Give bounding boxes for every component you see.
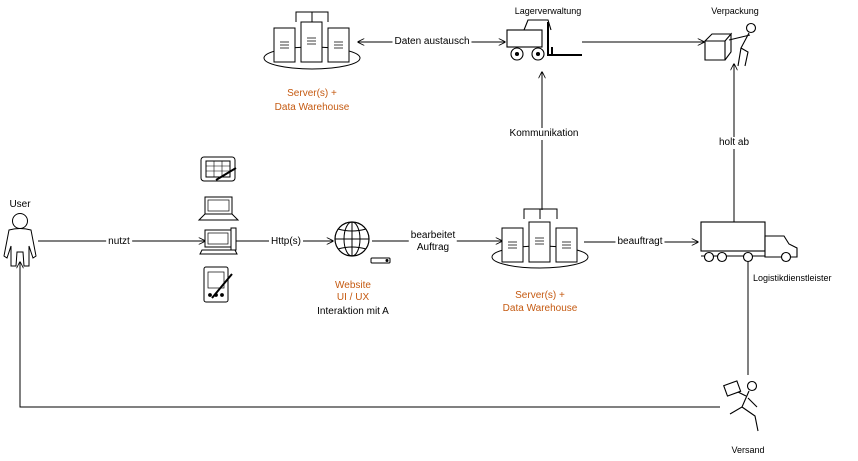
running-person-icon [723, 380, 759, 432]
edge-label-beauftragt: beauftragt [615, 236, 665, 248]
server-top-label-1: Server(s) + [287, 88, 337, 99]
edge-shipping-user [20, 262, 720, 408]
truck-icon [700, 221, 798, 263]
server-mid-label-2: Data Warehouse [502, 303, 578, 314]
globe-icon [334, 221, 391, 264]
edge-label-kommunikation: Kommunikation [507, 128, 581, 140]
edge-label-bearbeitet-2: Auftrag [414, 242, 452, 254]
edge-label-daten: Daten austausch [392, 36, 472, 48]
pda-icon [203, 266, 233, 303]
logistics-label: Logistikdienstleister [753, 273, 832, 283]
server-top-label-2: Data Warehouse [274, 102, 350, 113]
person-icon [3, 213, 37, 267]
website-subtitle: UI / UX [336, 292, 370, 303]
user-label: User [9, 199, 31, 210]
packing-person-icon [704, 22, 757, 67]
edge-label-bearbeitet-1: bearbeitet [408, 230, 458, 242]
shipping-label: Versand [731, 445, 765, 455]
edge-label-nutzt: nutzt [106, 236, 132, 248]
laptop-icon [197, 196, 240, 221]
forklift-icon [506, 19, 582, 61]
tablet-icon [200, 156, 237, 182]
website-description: Interaktion mit A [317, 306, 389, 317]
desktop-computer-icon [199, 227, 238, 255]
server-cluster-icon [263, 11, 361, 70]
warehouse-label: Lagerverwaltung [514, 6, 582, 16]
devices-group [197, 156, 240, 303]
connectors [20, 42, 749, 408]
edge-label-holt-ab: holt ab [716, 137, 752, 149]
server-mid-label-1: Server(s) + [515, 290, 565, 301]
packing-label: Verpackung [711, 6, 759, 16]
server-cluster-icon [491, 208, 589, 269]
edge-label-http: Http(s) [269, 236, 303, 248]
website-title: Website [335, 280, 371, 291]
